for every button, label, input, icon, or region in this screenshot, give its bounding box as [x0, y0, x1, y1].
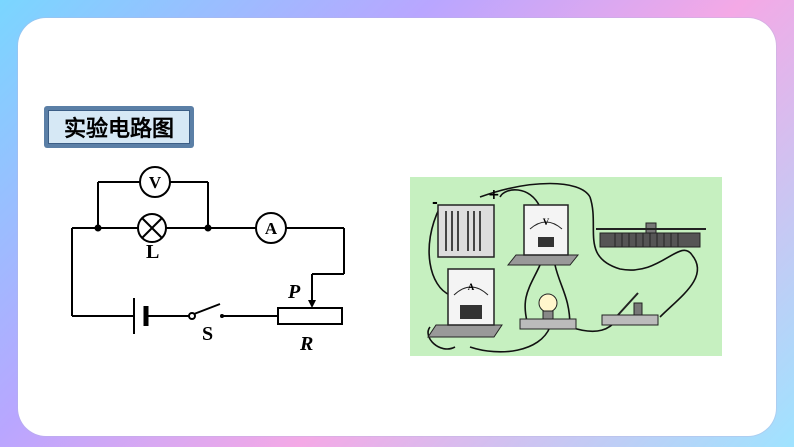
slider-label: P	[287, 281, 301, 303]
svg-text:-: -	[432, 195, 438, 211]
heading-text: 实验电路图	[48, 110, 190, 144]
switch-contact	[220, 314, 224, 318]
svg-text:A: A	[468, 282, 475, 292]
heading-box: 实验电路图	[44, 106, 194, 148]
svg-text:V: V	[149, 173, 162, 192]
svg-text:+: +	[488, 187, 500, 203]
switch-label: S	[202, 323, 213, 345]
lamp-label: L	[146, 241, 159, 263]
svg-text:V: V	[543, 217, 550, 227]
switch-pivot	[188, 312, 196, 320]
slider-arrow	[308, 300, 316, 308]
apparatus-drawing: - + V A	[427, 182, 706, 353]
apparatus-photo: - + V A	[410, 177, 722, 356]
battery-pack: - +	[432, 187, 500, 258]
rheostat-device	[596, 222, 706, 248]
lamp-device	[519, 293, 577, 330]
rheostat-body	[277, 307, 343, 325]
ammeter-device: A	[427, 268, 503, 338]
lamp-symbol	[137, 213, 167, 243]
junction-right	[204, 224, 212, 232]
rheostat-label: R	[299, 333, 313, 355]
junction-left	[94, 224, 102, 232]
switch-device	[601, 292, 659, 326]
voltmeter-device: V	[506, 204, 580, 266]
ammeter-symbol: A	[255, 212, 287, 244]
voltmeter-symbol: V	[139, 166, 171, 198]
svg-text:A: A	[265, 219, 278, 238]
